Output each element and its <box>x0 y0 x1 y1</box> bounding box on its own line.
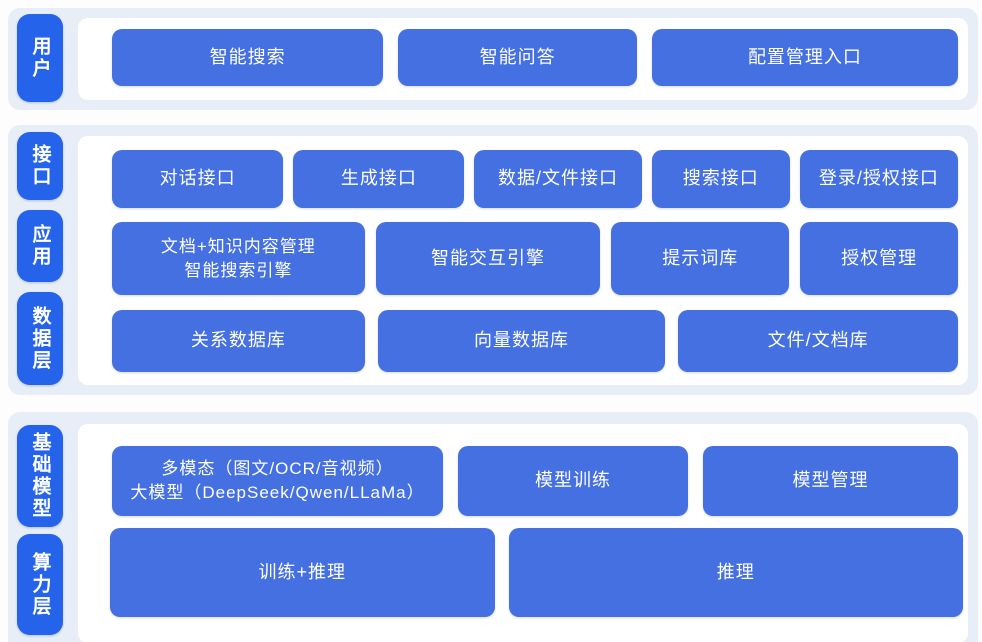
panel-interface-application-data: 对话接口 生成接口 数据/文件接口 搜索接口 登录/授权接口 文档+知识内容管理… <box>78 136 968 385</box>
box-generation-api-label: 生成接口 <box>340 168 417 189</box>
box-config-management-entry-label: 配置管理入口 <box>747 46 862 67</box>
box-model-training: 模型训练 <box>458 446 688 516</box>
box-multimodal-llm: 多模态（图文/OCR/音视频） 大模型（DeepSeek/Qwen/LLaMa） <box>112 446 443 516</box>
box-intelligent-search: 智能搜索 <box>112 29 384 86</box>
box-doc-knowledge-management: 文档+知识内容管理 智能搜索引擎 <box>112 222 365 295</box>
row-models: 多模态（图文/OCR/音视频） 大模型（DeepSeek/Qwen/LLaMa）… <box>78 446 968 516</box>
layer-label-interface: 接口 <box>17 132 63 200</box>
box-intelligent-qa: 智能问答 <box>398 29 637 86</box>
box-auth-management: 授权管理 <box>800 222 958 295</box>
box-doc-knowledge-management-label: 文档+知识内容管理 智能搜索引擎 <box>160 236 316 280</box>
box-multimodal-llm-label: 多模态（图文/OCR/音视频） 大模型（DeepSeek/Qwen/LLaMa） <box>130 459 425 502</box>
row-compute: 训练+推理 推理 <box>78 528 968 617</box>
panel-user-layer: 智能搜索 智能问答 配置管理入口 <box>78 18 968 100</box>
box-relational-database: 关系数据库 <box>112 310 365 372</box>
box-file-document-library-label: 文件/文档库 <box>767 330 869 351</box>
box-vector-database: 向量数据库 <box>377 310 666 372</box>
box-inference: 推理 <box>508 528 963 617</box>
box-intelligent-interaction-engine: 智能交互引擎 <box>375 222 601 295</box>
box-model-management: 模型管理 <box>703 446 958 516</box>
box-vector-database-label: 向量数据库 <box>474 330 570 351</box>
row-interfaces: 对话接口 生成接口 数据/文件接口 搜索接口 登录/授权接口 <box>78 150 968 208</box>
box-training-inference-label: 训练+推理 <box>258 561 347 582</box>
box-login-auth-api: 登录/授权接口 <box>799 150 959 208</box>
box-prompt-library-label: 提示词库 <box>662 247 739 268</box>
box-model-management-label: 模型管理 <box>792 470 869 491</box>
layer-label-user: 用户 <box>17 14 63 102</box>
row-user-entries: 智能搜索 智能问答 配置管理入口 <box>78 29 968 86</box>
box-dialog-api-label: 对话接口 <box>159 168 236 189</box>
box-data-file-api: 数据/文件接口 <box>474 150 642 208</box>
box-login-auth-api-label: 登录/授权接口 <box>818 168 939 189</box>
box-intelligent-search-label: 智能搜索 <box>209 46 286 67</box>
row-applications: 文档+知识内容管理 智能搜索引擎 智能交互引擎 提示词库 授权管理 <box>78 222 968 295</box>
row-databases: 关系数据库 向量数据库 文件/文档库 <box>78 310 968 372</box>
box-search-api: 搜索接口 <box>651 150 790 208</box>
box-file-document-library: 文件/文档库 <box>678 310 958 372</box>
box-intelligent-interaction-engine-label: 智能交互引擎 <box>431 247 546 268</box>
box-inference-label: 推理 <box>716 561 755 582</box>
layer-label-application: 应用 <box>17 210 63 282</box>
section-user-layer: 用户 智能搜索 智能问答 配置管理入口 <box>8 8 978 110</box>
section-interface-application-data: 接口 应用 数据层 对话接口 生成接口 数据/文件接口 搜索接口 登录/授权接口 <box>8 125 978 395</box>
panel-foundation-model-compute: 多模态（图文/OCR/音视频） 大模型（DeepSeek/Qwen/LLaMa）… <box>78 424 968 642</box>
layer-label-compute: 算力层 <box>17 534 63 635</box>
box-search-api-label: 搜索接口 <box>682 168 759 189</box>
box-intelligent-qa-label: 智能问答 <box>479 46 556 67</box>
box-generation-api: 生成接口 <box>293 150 465 208</box>
box-relational-database-label: 关系数据库 <box>190 330 286 351</box>
box-data-file-api-label: 数据/文件接口 <box>498 168 619 189</box>
box-config-management-entry: 配置管理入口 <box>651 29 958 86</box>
layer-label-data: 数据层 <box>17 292 63 385</box>
box-training-inference: 训练+推理 <box>110 528 495 617</box>
box-model-training-label: 模型训练 <box>535 470 611 491</box>
layer-label-foundation-model: 基础模型 <box>17 425 63 527</box>
section-foundation-model-compute: 基础模型 算力层 多模态（图文/OCR/音视频） 大模型（DeepSeek/Qw… <box>8 412 978 642</box>
box-dialog-api: 对话接口 <box>112 150 284 208</box>
box-prompt-library: 提示词库 <box>611 222 790 295</box>
box-auth-management-label: 授权管理 <box>841 247 918 268</box>
